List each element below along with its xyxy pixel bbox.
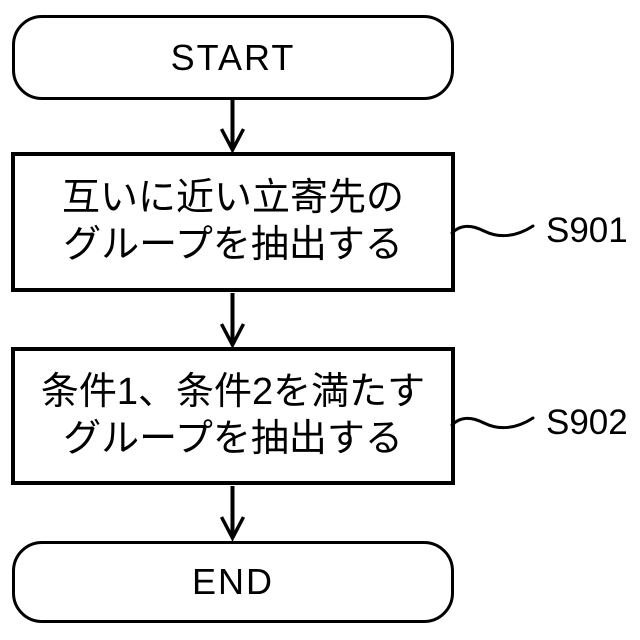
process-node-s902: 条件1、条件2を満たす グループを抽出する	[11, 347, 455, 485]
process-s902-text-line2: グループを抽出する	[63, 418, 403, 460]
arrow-s901-to-s902	[219, 293, 246, 349]
start-label: START	[170, 36, 296, 78]
process-s901-text-line2: グループを抽出する	[63, 224, 403, 266]
squiggle-connector-s901	[450, 224, 535, 238]
end-node: END	[12, 541, 454, 623]
step-ref-label-s902: S902	[546, 403, 628, 442]
arrow-s902-to-end	[219, 486, 246, 542]
process-node-s901: 互いに近い立寄先の グループを抽出する	[11, 152, 455, 292]
end-label: END	[191, 561, 274, 602]
start-node: START	[12, 15, 454, 100]
process-s901-text-line1: 互いに近い立寄先の	[61, 177, 404, 219]
process-s902-text-line1: 条件1、条件2を満たす	[40, 371, 426, 413]
step-ref-label-s901: S901	[546, 211, 628, 250]
arrow-start-to-s901	[219, 100, 246, 154]
squiggle-connector-s902	[450, 416, 535, 430]
